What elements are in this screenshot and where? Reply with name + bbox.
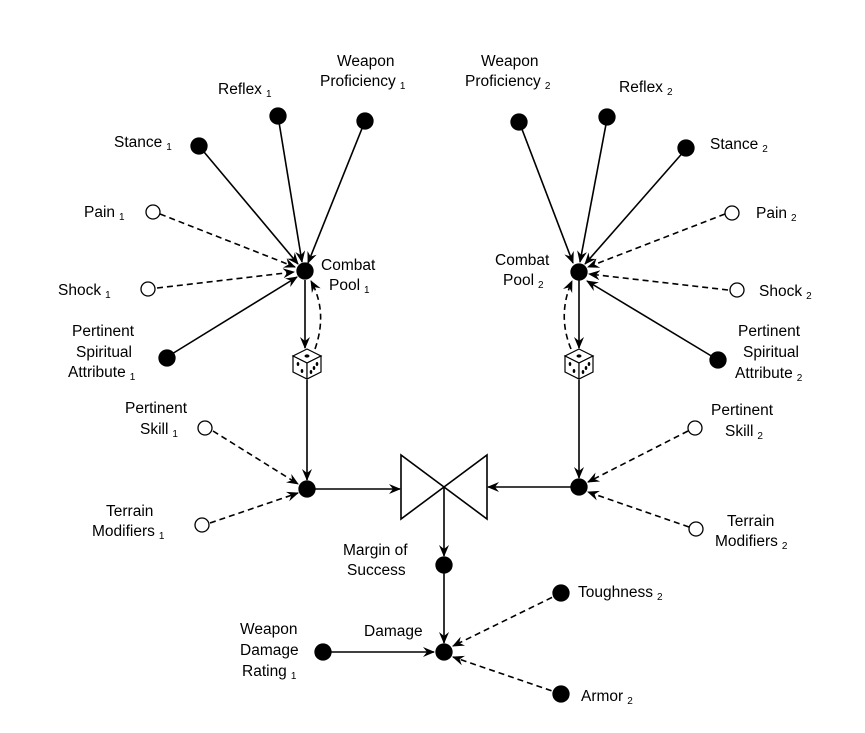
label-weaponprof2-line1: Weapon	[481, 53, 538, 70]
label-combatpool1-line1: Combat	[321, 257, 376, 274]
edge-dice2-pool2	[562, 280, 573, 350]
node-stance2	[677, 139, 695, 157]
edge-reflex1	[277, 115, 306, 263]
edge-skill1	[212, 430, 299, 485]
node-weaponprof2	[510, 113, 528, 131]
node-damage	[435, 643, 453, 661]
node-terrain1	[194, 517, 210, 533]
node-weaponprof1	[356, 112, 374, 130]
label-spirit1-line1: Pertinent	[72, 323, 135, 340]
edge-terrain1	[209, 491, 299, 524]
label-wdr-line2: Damage	[240, 642, 299, 659]
node-armor2	[552, 685, 570, 703]
label-margin-line2: Success	[347, 562, 406, 579]
node-pain1	[145, 204, 161, 220]
label-wdr-line1: Weapon	[240, 621, 297, 638]
edge-pain1	[159, 213, 296, 268]
node-toughness2	[552, 584, 570, 602]
edge-weaponprof1	[307, 120, 366, 264]
edge-weaponprof2	[519, 123, 574, 264]
label-skill2-line1: Pertinent	[711, 402, 774, 419]
label-terrain2-line1: Terrain	[727, 513, 774, 530]
node-spirit2	[709, 351, 727, 369]
edge-terrain2	[587, 490, 690, 528]
node-reflex2	[598, 108, 616, 126]
label-spirit2-line1: Pertinent	[738, 323, 801, 340]
node-terrain2	[688, 521, 704, 537]
node-combatpool2	[570, 263, 588, 281]
edge-toughness-damage	[452, 592, 562, 647]
node-pain2	[724, 205, 740, 221]
nodes	[140, 107, 745, 703]
label-terrain1-line1: Terrain	[106, 503, 153, 520]
label-margin-line1: Margin of	[343, 542, 408, 559]
comparator-bowtie	[400, 453, 488, 521]
dice-icon-2	[563, 348, 595, 380]
node-skill2	[687, 420, 703, 436]
node-wdr	[314, 643, 332, 661]
dice-icon-1	[291, 348, 323, 380]
edge-armor-damage	[452, 655, 562, 695]
node-reflex1	[269, 107, 287, 125]
node-spirit1	[158, 349, 176, 367]
node-shock1	[140, 281, 156, 297]
node-shock2	[729, 282, 745, 298]
edge-stance1	[198, 145, 299, 265]
edge-pain2	[587, 213, 726, 268]
label-damage: Damage	[364, 623, 423, 640]
node-combatpool1	[296, 262, 314, 280]
node-skill1	[197, 420, 213, 436]
edge-spirit1	[166, 276, 298, 358]
label-spirit2-line2: Spiritual	[743, 344, 799, 361]
edge-spirit2	[586, 280, 719, 361]
node-sum2	[570, 478, 588, 496]
label-combatpool2-line1: Combat	[495, 252, 550, 269]
edge-shock2	[588, 270, 729, 291]
edge-dice1-pool1	[310, 280, 322, 350]
label-skill1-line1: Pertinent	[125, 400, 188, 417]
label-weaponprof1-line1: Weapon	[337, 53, 394, 70]
node-margin	[435, 556, 453, 574]
edges	[156, 115, 729, 695]
edge-reflex2	[577, 118, 608, 263]
edge-shock1	[156, 268, 295, 289]
edge-stance2	[584, 148, 687, 265]
node-sum1	[298, 480, 316, 498]
label-spirit1-line2: Spiritual	[76, 344, 132, 361]
edge-skill2	[587, 430, 689, 483]
node-stance1	[190, 137, 208, 155]
